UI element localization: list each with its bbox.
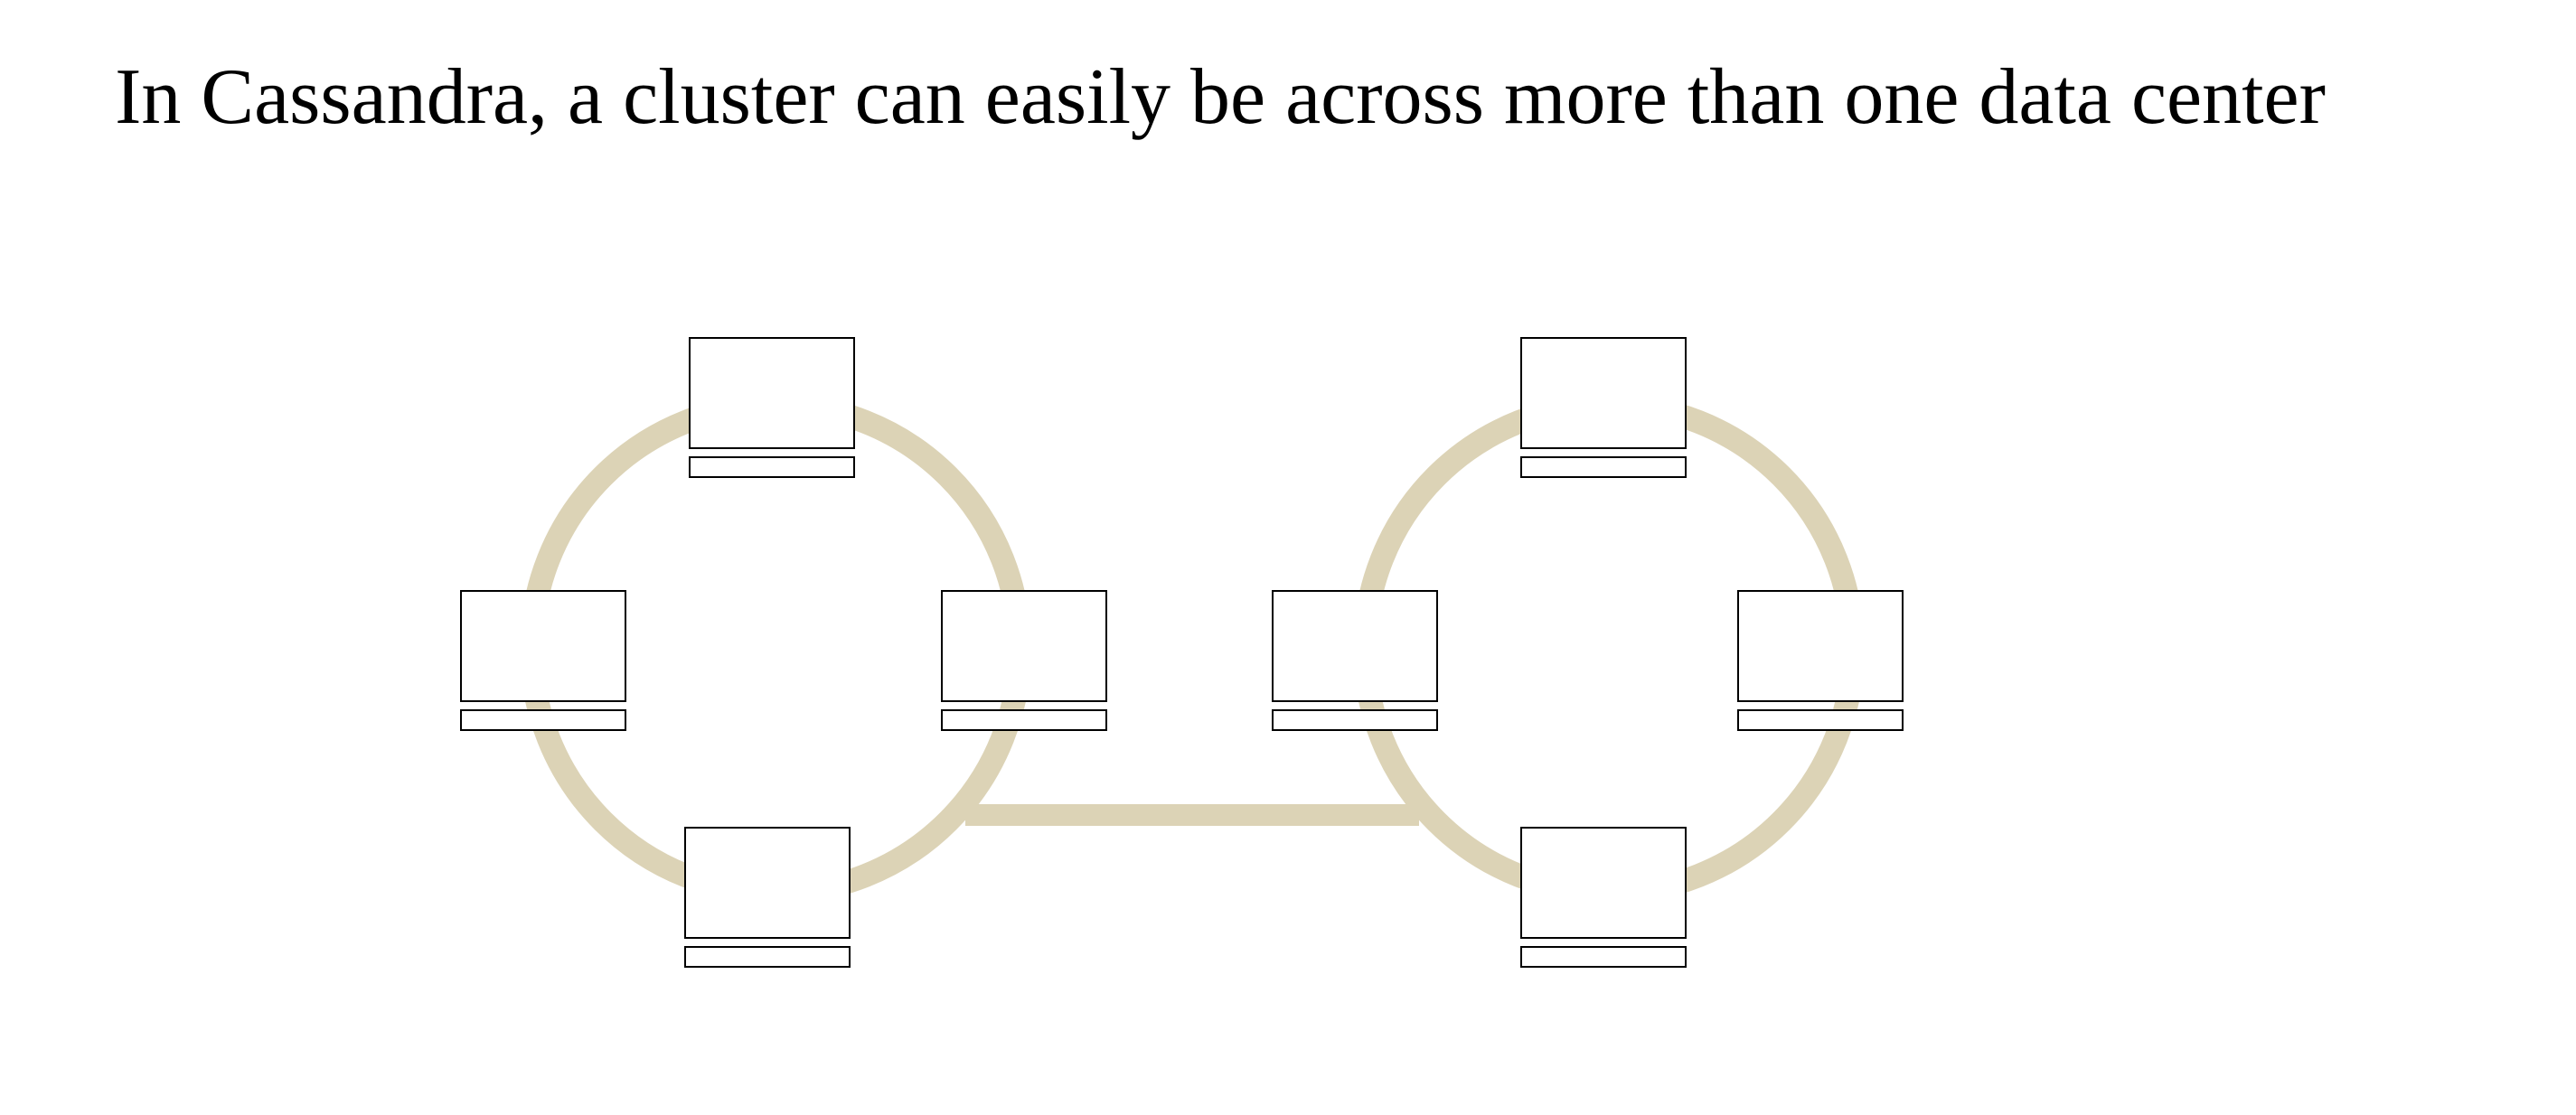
node-screen: [689, 337, 855, 449]
node-base: [941, 709, 1107, 731]
node-base: [1520, 946, 1687, 968]
node-screen: [1737, 590, 1904, 702]
node-screen: [941, 590, 1107, 702]
node-screen: [684, 827, 851, 939]
dc1-node-left: [460, 590, 626, 731]
dc1-node-bottom: [684, 827, 851, 968]
node-screen: [1272, 590, 1438, 702]
node-screen: [1520, 337, 1687, 449]
node-base: [689, 456, 855, 478]
node-base: [1272, 709, 1438, 731]
dc2-node-right: [1737, 590, 1904, 731]
dc1-node-right: [941, 590, 1107, 731]
dc2-node-top: [1520, 337, 1687, 478]
node-base: [1737, 709, 1904, 731]
node-screen: [460, 590, 626, 702]
node-base: [460, 709, 626, 731]
dc2-node-left: [1272, 590, 1438, 731]
dc2-node-bottom: [1520, 827, 1687, 968]
slide-title: In Cassandra, a cluster can easily be ac…: [115, 53, 2326, 141]
node-base: [1520, 456, 1687, 478]
node-screen: [1520, 827, 1687, 939]
node-base: [684, 946, 851, 968]
dc1-node-top: [689, 337, 855, 478]
